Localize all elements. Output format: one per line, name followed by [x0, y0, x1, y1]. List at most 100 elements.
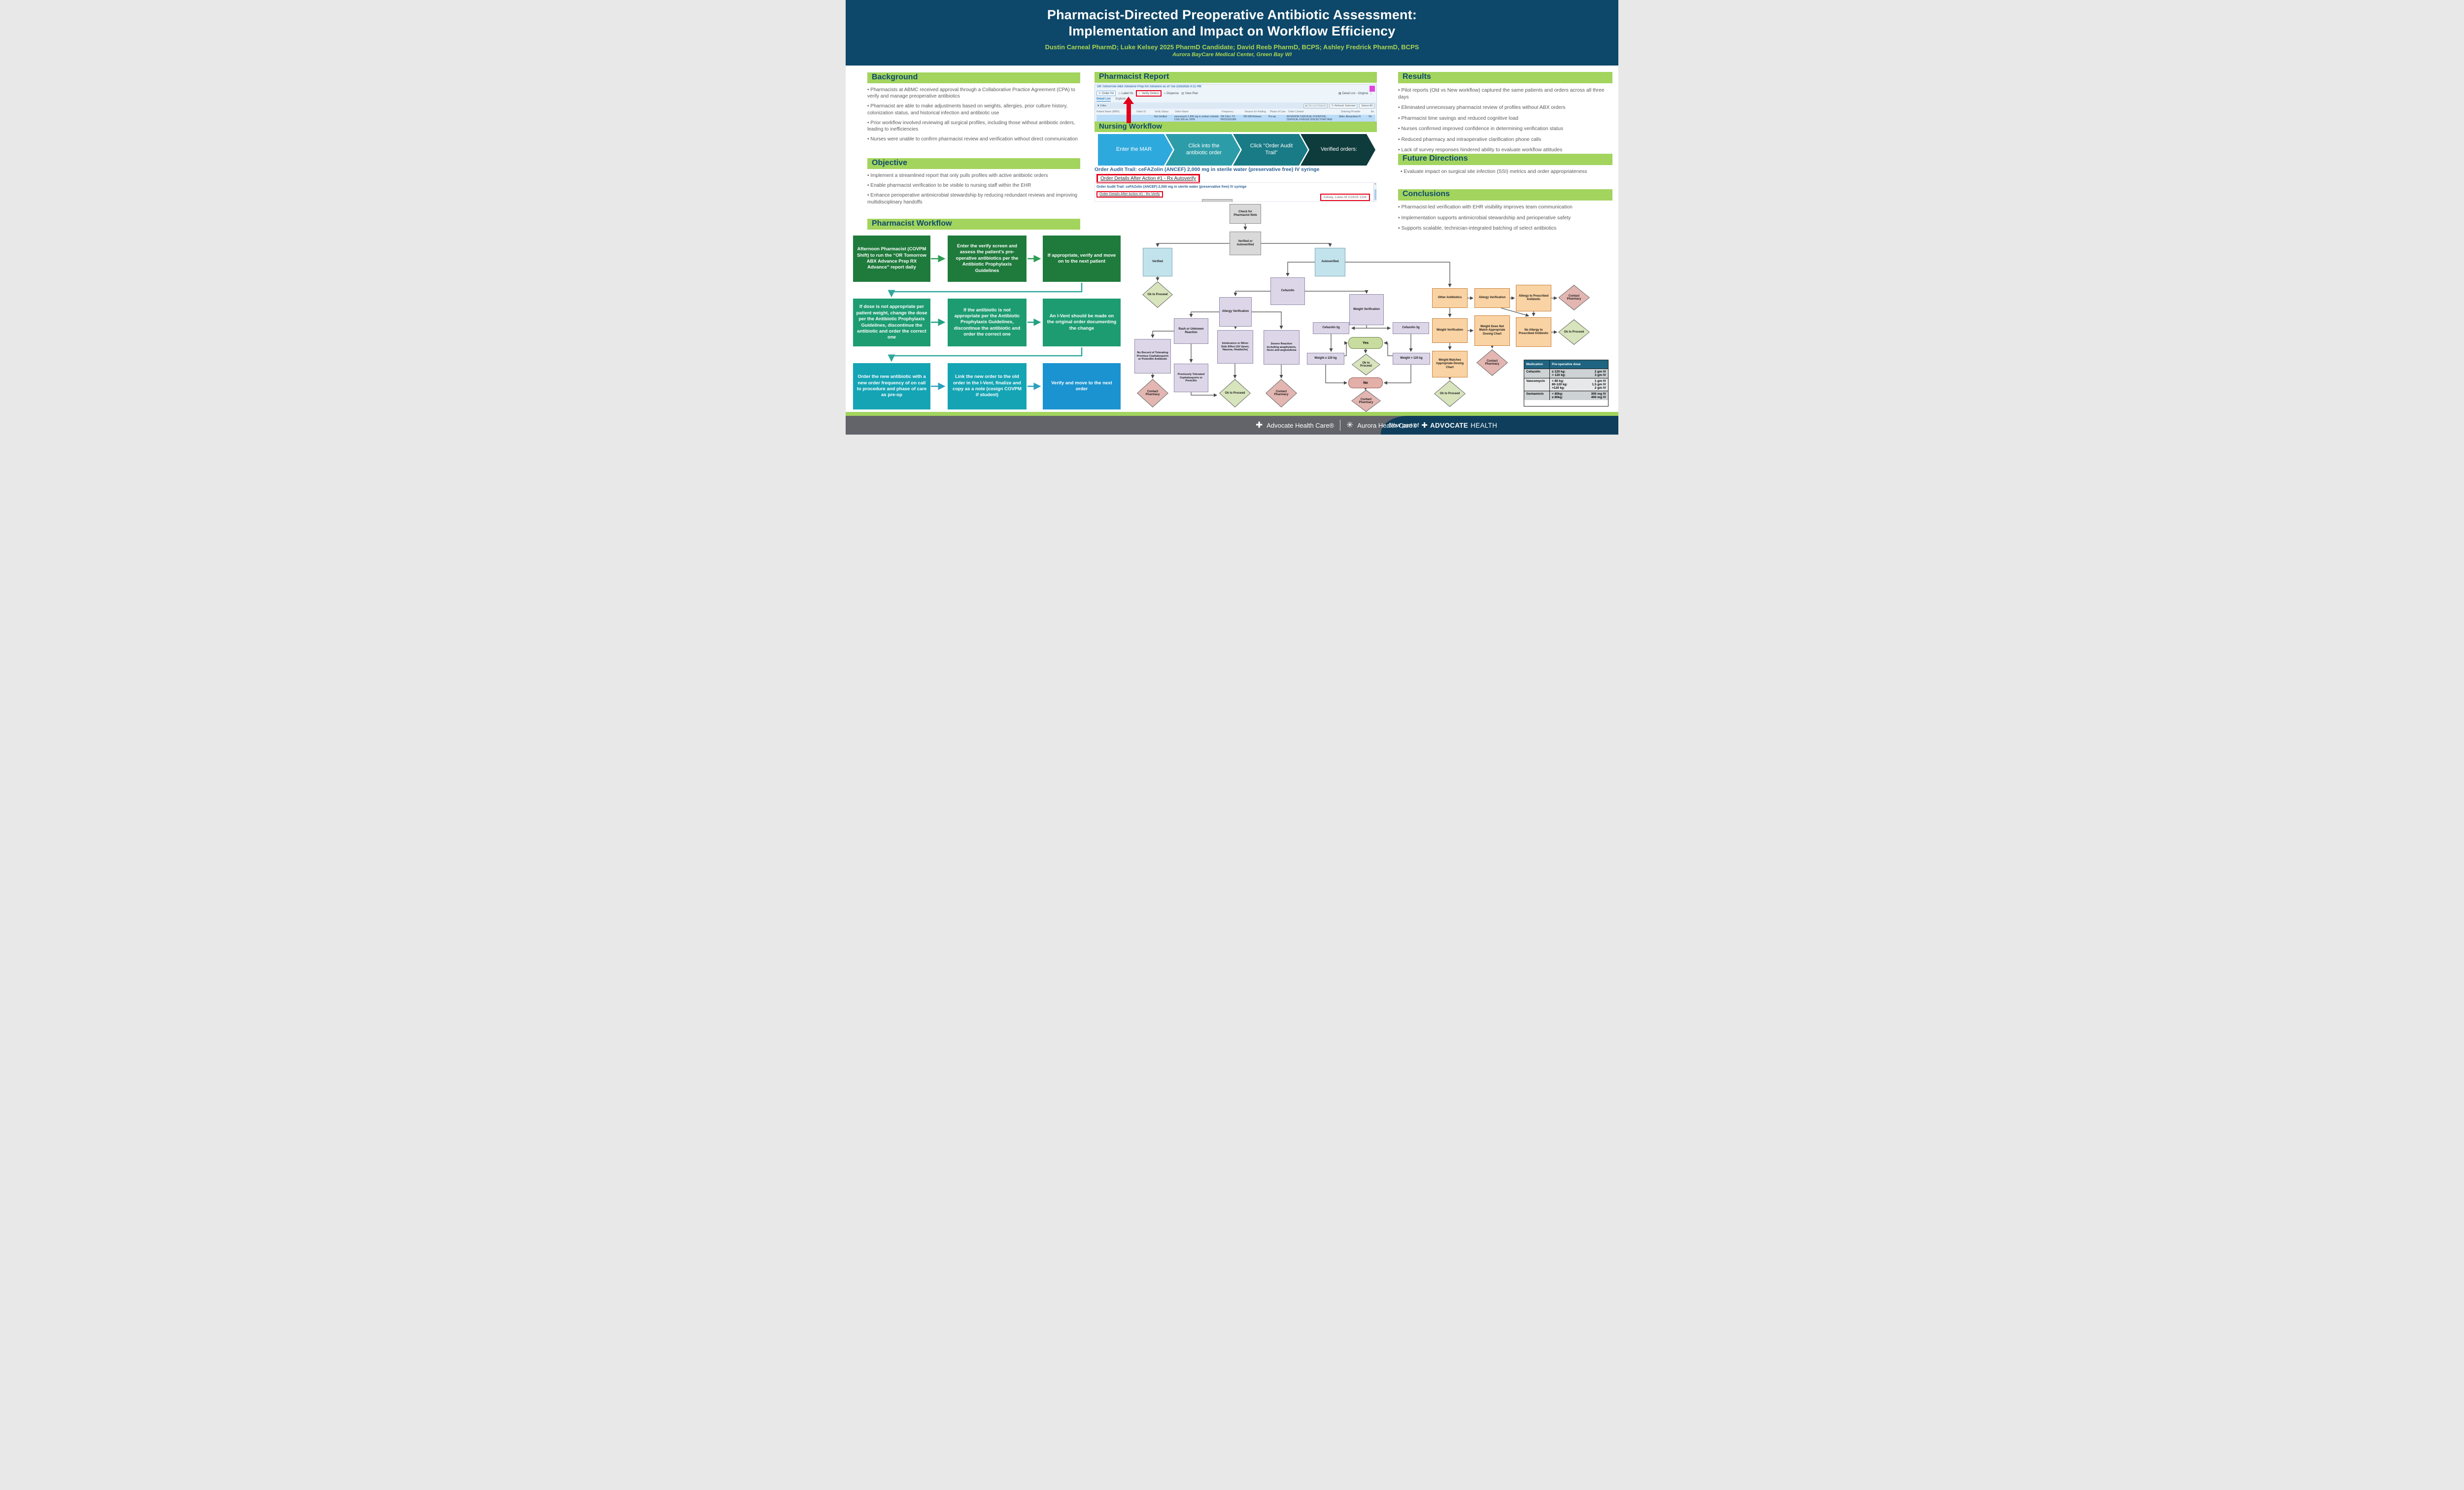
report-window-title: OR Tomorrow ABX Advance Prep RX Advance … [1097, 85, 1201, 88]
workflow-step-2: Enter the verify screen and assess the p… [948, 236, 1027, 282]
refresh-selected-button[interactable]: ↻ Refresh Selected [1330, 103, 1358, 108]
bullet: Pharmacist-led verification with EHR vis… [1398, 204, 1610, 211]
node-autoverified: Autoverified [1315, 248, 1345, 276]
section-results: Results [1398, 72, 1612, 83]
red-up-arrow-annotation [1123, 97, 1134, 123]
node-allergy-to-prescribed: Allergy to Prescribed Antibiotic [1516, 285, 1551, 311]
table-row-gentamicin: Gentamicin < 80kg:300 mg IV ≥ 80kg:400 m… [1524, 391, 1608, 400]
node-contact-pharmacy-4: Contact Pharmacy [1558, 285, 1590, 310]
advocate-cross-icon: ✚ [1256, 420, 1263, 430]
node-allergy-verification: Allergy Verification [1219, 297, 1252, 327]
scrollbar[interactable]: ▲ [1373, 182, 1377, 202]
report-order-row[interactable]: Not Verified vancomycin 1,500 mg in sodi… [1096, 115, 1375, 121]
node-ok-to-proceed-3: Ok to Proceed [1352, 354, 1380, 375]
workflow-step-8: Link the new order to the old order in t… [948, 363, 1027, 409]
results-bullets: Pilot reports (Old vs New workflow) capt… [1398, 87, 1611, 158]
section-future-directions: Future Directions [1398, 154, 1612, 165]
bullet: Pilot reports (Old vs New workflow) capt… [1398, 87, 1611, 101]
node-weight-le-120: Weight ≤ 120 kg [1307, 353, 1344, 365]
node-cefazolin-2g: Cefazolin 2g [1313, 322, 1349, 334]
section-objective: Objective [867, 158, 1080, 169]
table-row-vancomycin: Vancomycin < 80 kg:1 gm IV 80-120 kg:1.5… [1524, 378, 1608, 391]
report-tabs: Detail List Explore [1096, 98, 1126, 102]
bullet: Reduced pharmacy and intraoperative clar… [1398, 136, 1611, 143]
filter-button[interactable]: ▼ Filter [1097, 104, 1107, 107]
bullet: Evaluate impact on surgical site infecti… [1401, 169, 1611, 175]
workflow-step-9: Verify and move to the next order [1043, 363, 1121, 409]
node-check-pharmacist-note: Check for Pharmacist Note [1230, 204, 1261, 224]
workflow-step-4: If dose is not appropriate per patient w… [853, 299, 930, 346]
col-preop-dose: Pre-operative dose [1552, 363, 1581, 366]
label-hx-button[interactable]: ◇Label Hx [1118, 92, 1133, 96]
node-weight-matches: Weight Matches Appropriate Dosing Chart [1432, 351, 1468, 377]
bullet: Nurses were unable to confirm pharmacist… [867, 136, 1078, 142]
workflow-step-6: An I-Vent should be made on the original… [1043, 299, 1121, 346]
verify-orders-button[interactable]: ✓Verify Orders [1135, 90, 1162, 97]
check-icon: ✓ [1138, 92, 1141, 95]
nursing-step-3: Click "Order Audit Trail" [1233, 134, 1308, 166]
now-part-of-label: Now part of [1389, 422, 1419, 429]
conclusions-bullets: Pharmacist-led verification with EHR vis… [1398, 204, 1610, 236]
audit-trail-title-1: Order Audit Trail: ceFAZolin (ANCEF) 2,0… [1095, 167, 1320, 172]
nursing-step-4: Verified orders: [1300, 134, 1375, 166]
order-audit-trail-screenshots: Order Audit Trail: ceFAZolin (ANCEF) 2,0… [1095, 167, 1377, 202]
bullet: Nurses confirmed improved confidence in … [1398, 126, 1611, 133]
node-other-antibiotics: Other Antibiotics [1432, 288, 1468, 308]
scroll-up-icon: ▲ [1374, 182, 1376, 185]
bullet: Supports scalable, technician-integrated… [1398, 225, 1610, 232]
objective-bullets: Implement a streamlined report that only… [867, 172, 1078, 209]
bullet: Pharmacists at ABMC received approval th… [867, 87, 1078, 100]
filter-icon: ▼ [1097, 104, 1100, 107]
advocate-bold-label: ADVOCATE [1430, 421, 1469, 429]
bullet: Prior workflow involved reviewing all su… [867, 120, 1078, 133]
health-light-label: HEALTH [1471, 421, 1498, 429]
select-all-button[interactable]: Select All [1359, 103, 1374, 108]
node-no-record-tolerating: No Record of Tolerating Previous Cephalo… [1134, 339, 1171, 373]
advocate-health-care-label: Advocate Health Care® [1266, 421, 1335, 429]
workflow-step-1: Afternoon Pharmacist (COVPM Shift) to ru… [853, 236, 930, 282]
section-pharmacist-report: Pharmacist Report [1095, 72, 1377, 83]
partial-gray-button [1202, 199, 1232, 202]
node-cefazolin-3g: Cefazolin 3g [1393, 322, 1429, 334]
bullet: Enable pharmacist verification to be vis… [867, 182, 1078, 189]
report-column-headers: Patient Name (MRN)Order ID Verify Status… [1096, 110, 1374, 113]
node-ok-to-proceed-5: Ok to Proceed [1434, 380, 1466, 407]
bullet: Pharmacist time savings and reduced cogn… [1398, 115, 1611, 122]
node-weight-does-not-match: Weight Does Not Match Appropriate Dosing… [1474, 315, 1510, 346]
future-directions-bullets: Evaluate impact on surgical site infecti… [1401, 169, 1611, 179]
background-bullets: Pharmacists at ABMC received approval th… [867, 87, 1078, 146]
rerun-icon: ▶ [1305, 104, 1308, 107]
kebab-icon[interactable]: ⋮ [1369, 92, 1372, 95]
workflow-step-7: Order the new antibiotic with a new orde… [853, 363, 930, 409]
col-medication: Medication [1524, 360, 1550, 369]
bullet: Implementation supports antimicrobial st… [1398, 215, 1610, 222]
bullet: Eliminated unnecessary pharmacist review… [1398, 104, 1611, 111]
dispense-button[interactable]: »Dispense [1164, 92, 1179, 95]
node-intolerance: Intolerance or Minor Side Effect (GI Ups… [1217, 330, 1253, 364]
report-toolbar: ⊙Order Hx ◇Label Hx ✓Verify Orders »Disp… [1096, 90, 1372, 97]
aurora-swirl-icon: ✳ [1346, 420, 1354, 430]
order-hx-button[interactable]: ⊙Order Hx [1096, 91, 1116, 96]
tab-explore[interactable]: Explore [1115, 98, 1126, 101]
rerun-report-button[interactable]: ▶ Re-run Report [1303, 103, 1328, 108]
node-ok-to-proceed-2: Ok to Proceed [1219, 379, 1251, 407]
node-contact-pharmacy-3: Contact Pharmacy [1351, 390, 1381, 412]
poster-title-line1: Pharmacist-Directed Preoperative Antibio… [1047, 7, 1417, 22]
node-ok-to-proceed-4: Ok to Proceed [1558, 319, 1590, 345]
tab-detail-list[interactable]: Detail List [1096, 98, 1111, 102]
dispense-icon: » [1164, 92, 1166, 95]
detail-list-icon: ▦ [1338, 92, 1341, 95]
workflow-step-5: If the antibiotic is not appropriate per… [948, 299, 1027, 346]
detail-list-original-button[interactable]: ▦Detail List - Original [1338, 92, 1368, 96]
poster-header: Pharmacist-Directed Preoperative Antibio… [846, 0, 1618, 66]
table-row-cefazolin: Cefazolin ≤ 120 kg:2 gm IV > 120 kg:3 gm… [1524, 369, 1608, 378]
refresh-icon: ↻ [1332, 104, 1334, 107]
view-plan-button[interactable]: ▤View Plan [1181, 92, 1198, 96]
workflow-step-3: If appropriate, verify and move on to th… [1043, 236, 1121, 282]
rx-verify-badge: Order Details After Action #1 - Rx Verif… [1096, 191, 1163, 198]
nursing-step-1: Enter the MAR [1098, 134, 1173, 166]
advocate-health-cross-icon: ✚ [1421, 421, 1428, 430]
aurora-health-care-label: Aurora Health Care® [1357, 421, 1417, 429]
footer-advocate-health-panel [1381, 416, 1618, 435]
authors: Dustin Carneal PharmD; Luke Kelsey 2025 … [1045, 43, 1419, 51]
